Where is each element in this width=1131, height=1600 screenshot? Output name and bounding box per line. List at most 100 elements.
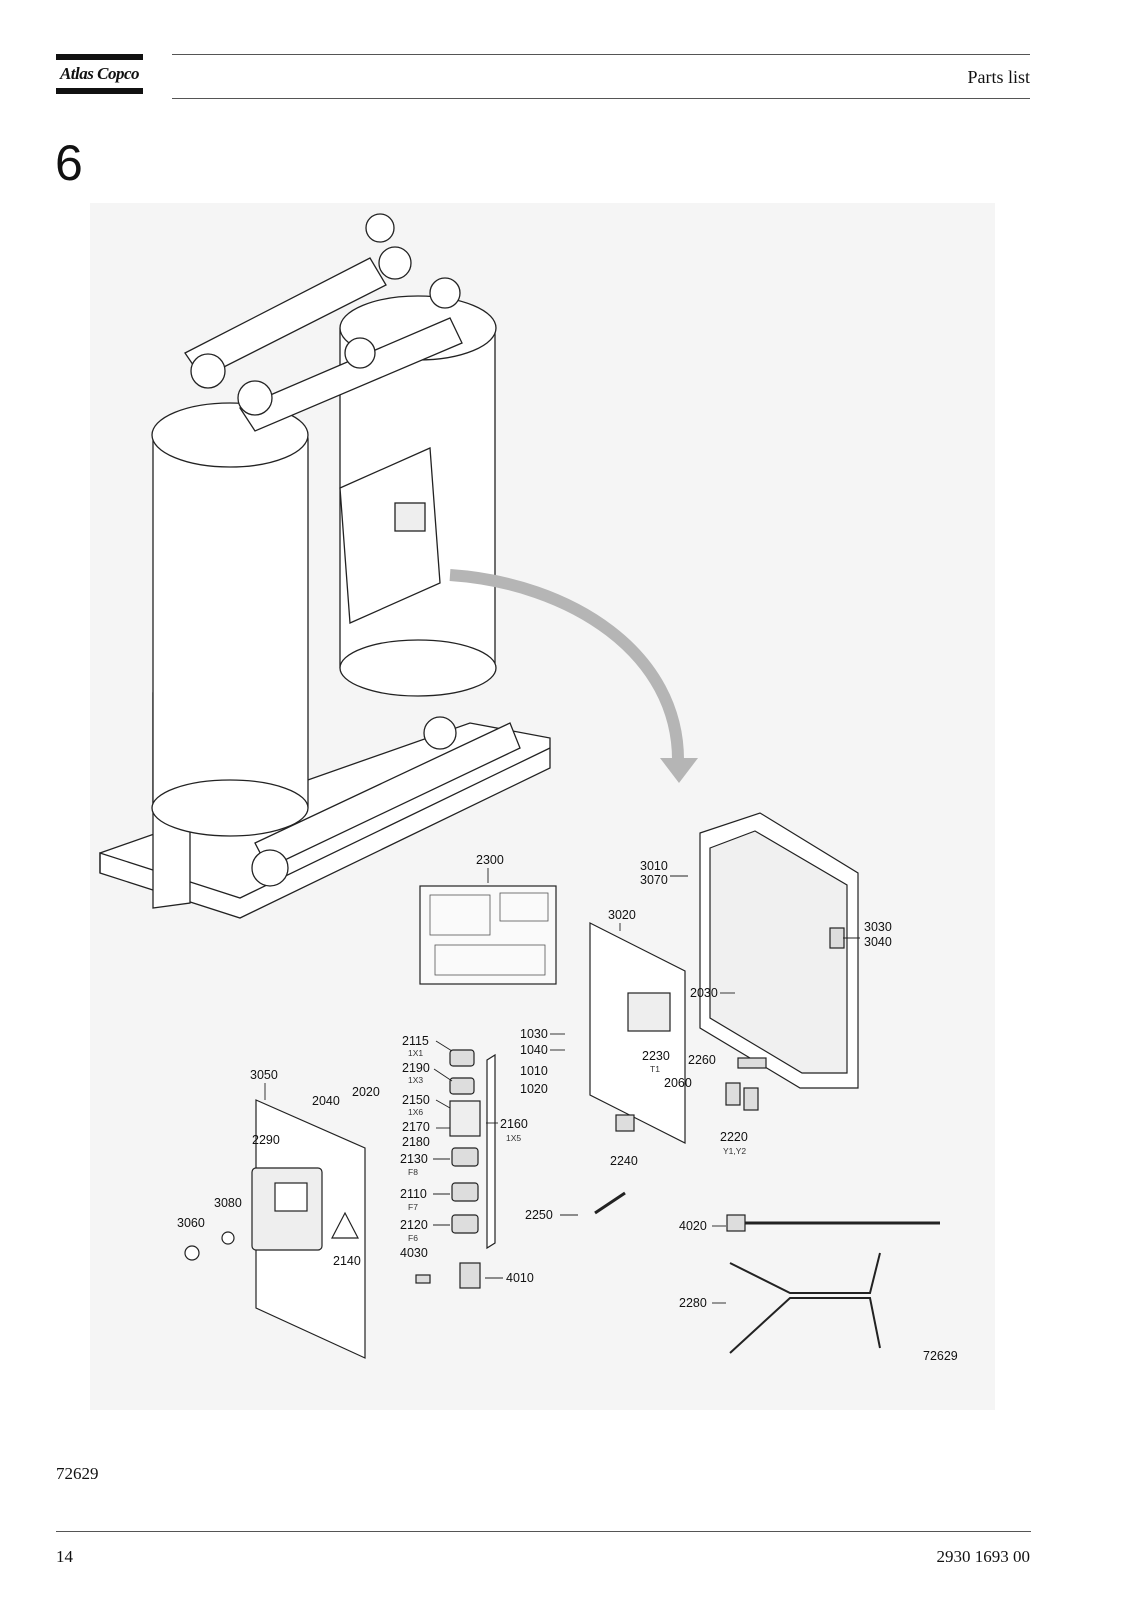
callout-2230: 2230 [642, 1049, 670, 1063]
logo-text: Atlas Copco [59, 64, 140, 83]
callout-3010: 3010 [640, 859, 668, 873]
callout-3080: 3080 [214, 1196, 242, 1210]
fuse-2120 [451, 1214, 479, 1234]
sub-1x5: 1X5 [506, 1133, 521, 1143]
warning-label-2140 [331, 1211, 359, 1239]
callout-2110: 2110 [400, 1187, 427, 1201]
callout-2030: 2030 [690, 986, 718, 1000]
top-flange-2 [378, 246, 412, 280]
top-flange-1 [365, 213, 395, 243]
controller-screen [274, 1182, 308, 1212]
callout-1010: 1010 [520, 1064, 548, 1078]
callout-2020: 2020 [352, 1085, 380, 1099]
drawing-svg: 2300 3010 3070 3020 3030 3040 2030 2115 … [99, 213, 958, 1363]
callout-2220: 2220 [720, 1130, 748, 1144]
transformer-2230 [627, 992, 671, 1032]
top-pipe-2 [239, 317, 463, 432]
top-flange-4 [190, 353, 226, 389]
callout-2170: 2170 [402, 1120, 430, 1134]
machine-control-cabinet [339, 447, 441, 624]
sub-1x6: 1X6 [408, 1107, 423, 1117]
left-vessel [152, 432, 309, 814]
sub-f7: F7 [408, 1202, 418, 1212]
valve-2220-a [725, 1082, 741, 1106]
mounting-plate-3020 [589, 922, 686, 1144]
detail-arrowhead [660, 758, 698, 783]
page-number: 14 [56, 1547, 73, 1566]
section-title: Parts list [967, 67, 1030, 87]
header-rule-top [172, 54, 1030, 55]
callout-2260: 2260 [688, 1053, 716, 1067]
lock-3080 [221, 1231, 235, 1245]
leader-lines [264, 868, 860, 1304]
top-flange-6 [344, 337, 376, 369]
callout-2150: 2150 [402, 1093, 430, 1107]
callout-2140: 2140 [333, 1254, 361, 1268]
exploded-parts-drawing: 2300 3010 3070 3020 3030 3040 2030 2115 … [90, 203, 995, 1410]
callout-2120: 2120 [400, 1218, 428, 1232]
sub-1x1: 1X1 [408, 1048, 423, 1058]
bottom-flange-2 [423, 716, 457, 750]
sub-f8: F8 [408, 1167, 418, 1177]
callout-3040: 3040 [864, 935, 892, 949]
din-rail-2160 [486, 1053, 496, 1250]
harness-2280 [729, 1252, 881, 1354]
chapter-number: 6 [55, 135, 83, 191]
callout-2060: 2060 [664, 1076, 692, 1090]
callout-2180: 2180 [402, 1135, 430, 1149]
figure-caption-id: 72629 [56, 1464, 99, 1483]
callout-labels: 2300 3010 3070 3020 3030 3040 2030 2115 … [177, 853, 958, 1363]
callout-3050: 3050 [250, 1068, 278, 1082]
callout-2280: 2280 [679, 1296, 707, 1310]
machine-cabinet-display [394, 502, 426, 532]
sensor-2250 [594, 1191, 626, 1215]
sub-1x3: 1X3 [408, 1075, 423, 1085]
left-vessel-bottom [151, 779, 309, 837]
sensor-4030 [415, 1274, 431, 1284]
top-flange-5 [237, 380, 273, 416]
callout-4030: 4030 [400, 1246, 428, 1260]
callout-3060: 3060 [177, 1216, 205, 1230]
top-flange-3 [429, 277, 461, 309]
callout-2130: 2130 [400, 1152, 428, 1166]
bracket-2260 [737, 1057, 767, 1069]
callout-3020: 3020 [608, 908, 636, 922]
terminals-2150 [449, 1100, 481, 1137]
part-4010 [459, 1262, 481, 1289]
callout-4010: 4010 [506, 1271, 534, 1285]
document-number: 2930 1693 00 [936, 1547, 1031, 1566]
callout-3070: 3070 [640, 873, 668, 887]
sub-y1y2: Y1,Y2 [723, 1146, 746, 1156]
cabinet-opening [709, 830, 848, 1074]
right-vessel-bottom [339, 639, 497, 697]
callout-1040: 1040 [520, 1043, 548, 1057]
header-rule-bottom [172, 98, 1030, 99]
relay-2115 [449, 1049, 475, 1067]
callout-2240: 2240 [610, 1154, 638, 1168]
fuse-2130 [451, 1147, 479, 1167]
callout-2190: 2190 [402, 1061, 430, 1075]
terminal-block-2240 [615, 1114, 635, 1132]
callout-2250: 2250 [525, 1208, 553, 1222]
fuse-2110 [451, 1182, 479, 1202]
callout-2115: 2115 [402, 1034, 429, 1048]
detail-arrow [449, 569, 685, 764]
callout-2040: 2040 [312, 1094, 340, 1108]
key-3060 [184, 1245, 200, 1261]
cable-gland-3030 [829, 927, 845, 949]
callout-3030: 3030 [864, 920, 892, 934]
callout-1020: 1020 [520, 1082, 548, 1096]
logo-top-bar [56, 54, 143, 60]
callout-2290: 2290 [252, 1133, 280, 1147]
sub-f6: F6 [408, 1233, 418, 1243]
valve-2220-b [743, 1087, 759, 1111]
atlas-copco-logo: Atlas Copco [56, 54, 143, 96]
relay-2190 [449, 1077, 475, 1095]
callout-4020: 4020 [679, 1219, 707, 1233]
drawing-id: 72629 [923, 1349, 958, 1363]
callout-2300: 2300 [476, 853, 504, 867]
bottom-flange-1 [251, 849, 289, 887]
logo-bottom-bar [56, 88, 143, 94]
callout-2160: 2160 [500, 1117, 528, 1131]
callout-1030: 1030 [520, 1027, 548, 1041]
